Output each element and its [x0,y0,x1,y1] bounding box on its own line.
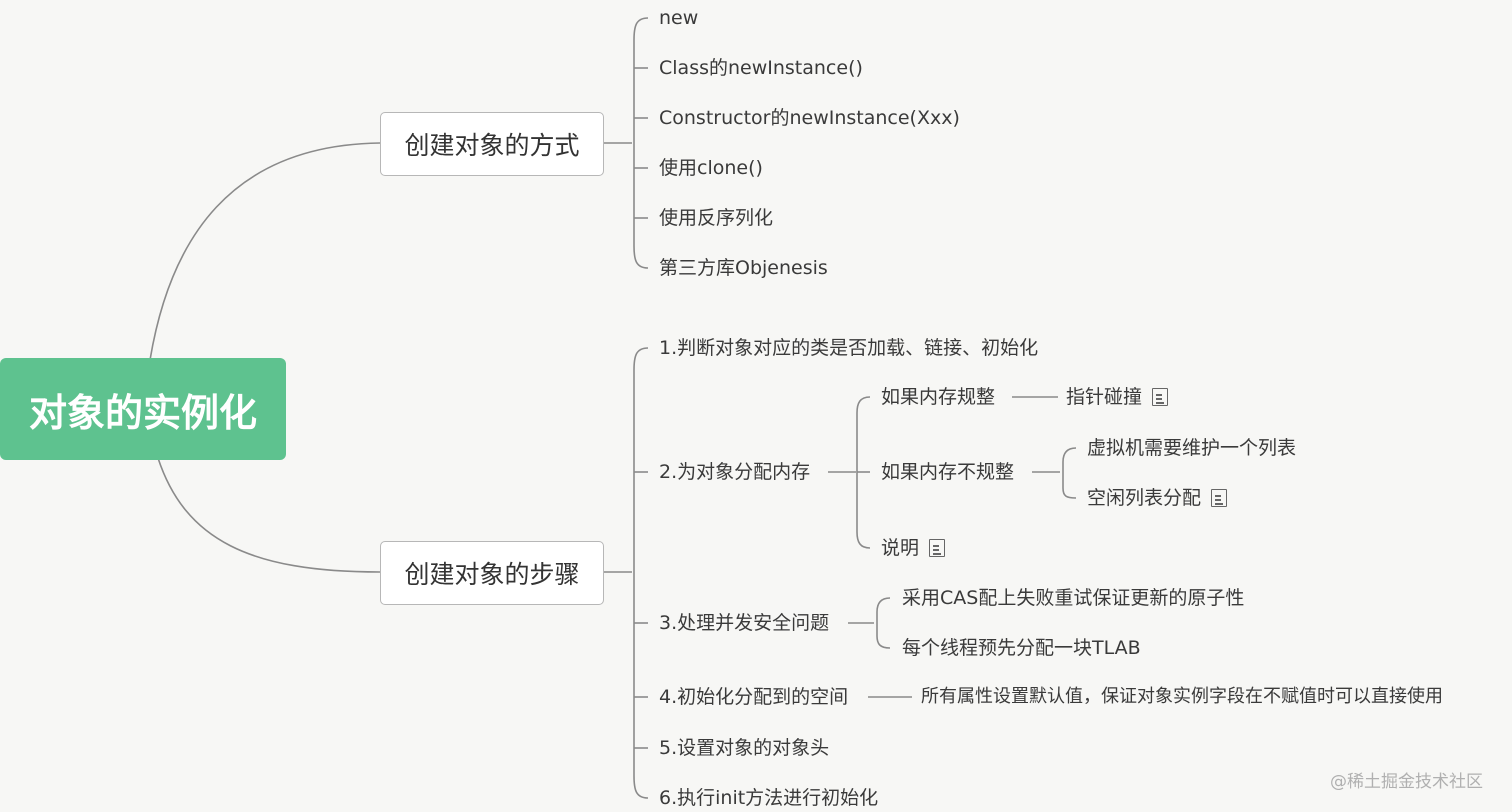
step-5[interactable]: 5.设置对象的对象头 [659,737,830,759]
ways-item[interactable]: 第三方库Objenesis [659,257,828,279]
step-2-regular[interactable]: 如果内存规整 [881,386,996,408]
branch-ways[interactable]: 创建对象的方式 [380,112,604,176]
watermark: @稀土掘金技术社区 [1330,772,1483,792]
step-2-free-list[interactable]: 空闲列表分配 [1087,486,1228,510]
ways-item[interactable]: 使用clone() [659,157,763,179]
note-label: 说明 [881,537,920,559]
ways-item[interactable]: 使用反序列化 [659,207,774,229]
free-list-label: 空闲列表分配 [1087,487,1202,509]
step-2[interactable]: 2.为对象分配内存 [659,461,811,483]
step-2-pointer-bump[interactable]: 指针碰撞 [1066,385,1169,409]
note-icon[interactable] [929,539,946,557]
step-1[interactable]: 1.判断对象对应的类是否加载、链接、初始化 [659,337,1039,359]
step-3[interactable]: 3.处理并发安全问题 [659,612,830,634]
step-4-defaults[interactable]: 所有属性设置默认值，保证对象实例字段在不赋值时可以直接使用 [921,686,1443,707]
root-node[interactable]: 对象的实例化 [0,358,286,460]
step-2-note[interactable]: 说明 [881,536,946,560]
ways-item[interactable]: Class的newInstance() [659,57,863,79]
ways-item[interactable]: new [659,7,699,29]
step-2-vm-list[interactable]: 虚拟机需要维护一个列表 [1087,437,1297,459]
note-icon[interactable] [1152,388,1169,406]
step-3-cas[interactable]: 采用CAS配上失败重试保证更新的原子性 [902,587,1245,609]
step-3-tlab[interactable]: 每个线程预先分配一块TLAB [902,637,1141,659]
step-4[interactable]: 4.初始化分配到的空间 [659,686,849,708]
note-icon[interactable] [1211,489,1228,507]
branch-steps[interactable]: 创建对象的步骤 [380,541,604,605]
pointer-bump-label: 指针碰撞 [1066,386,1143,408]
ways-item[interactable]: Constructor的newInstance(Xxx) [659,107,960,129]
step-2-irregular[interactable]: 如果内存不规整 [881,461,1015,483]
step-6[interactable]: 6.执行init方法进行初始化 [659,787,879,809]
